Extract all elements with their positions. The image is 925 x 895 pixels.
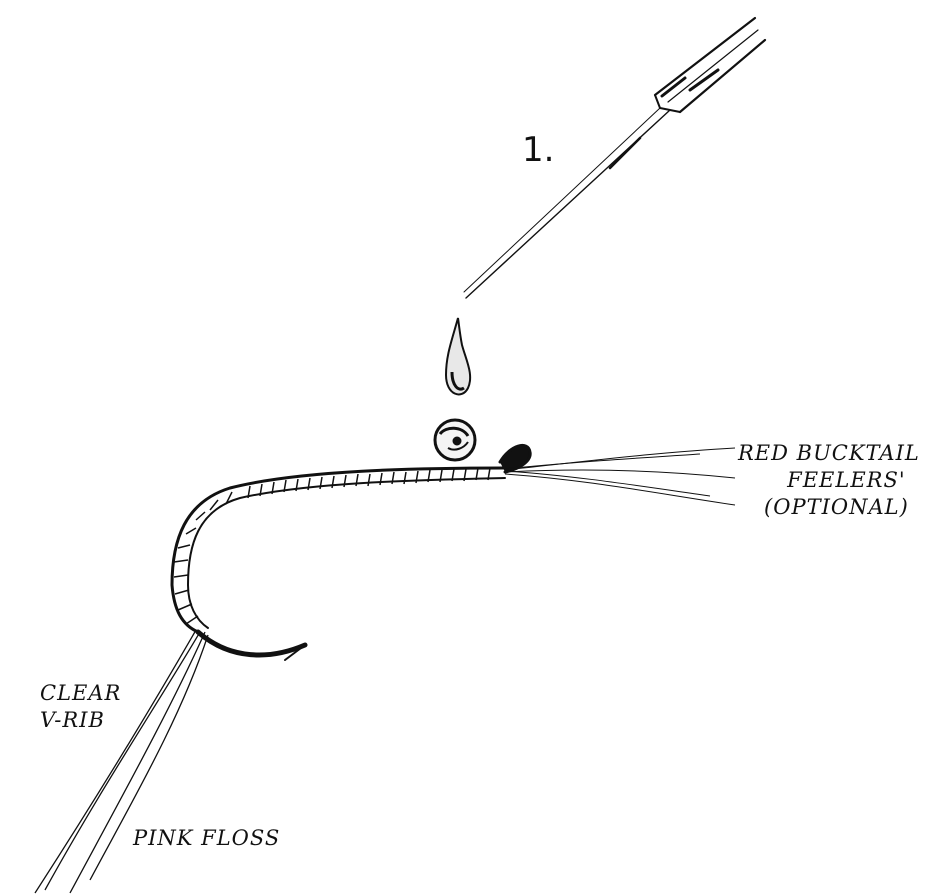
bucktail-feelers <box>505 448 735 505</box>
glue-drop <box>446 318 470 394</box>
label-red-bucktail-line1: RED BUCKTAIL <box>738 440 920 467</box>
bead-eye <box>435 420 475 460</box>
label-pink-floss: PINK FLOSS <box>133 825 280 852</box>
step-number: 1. <box>522 130 554 170</box>
label-red-bucktail-line2: FEELERS' <box>738 467 920 494</box>
label-red-bucktail-line3: (OPTIONAL) <box>738 494 920 521</box>
label-clear-vrib-line2: V-RIB <box>40 707 121 734</box>
rib-and-floss <box>35 630 208 893</box>
label-red-bucktail: RED BUCKTAIL FEELERS' (OPTIONAL) <box>738 440 920 521</box>
label-clear-vrib-line1: CLEAR <box>40 680 121 707</box>
label-clear-vrib: CLEAR V-RIB <box>40 680 121 734</box>
bodkin-needle <box>464 18 765 298</box>
